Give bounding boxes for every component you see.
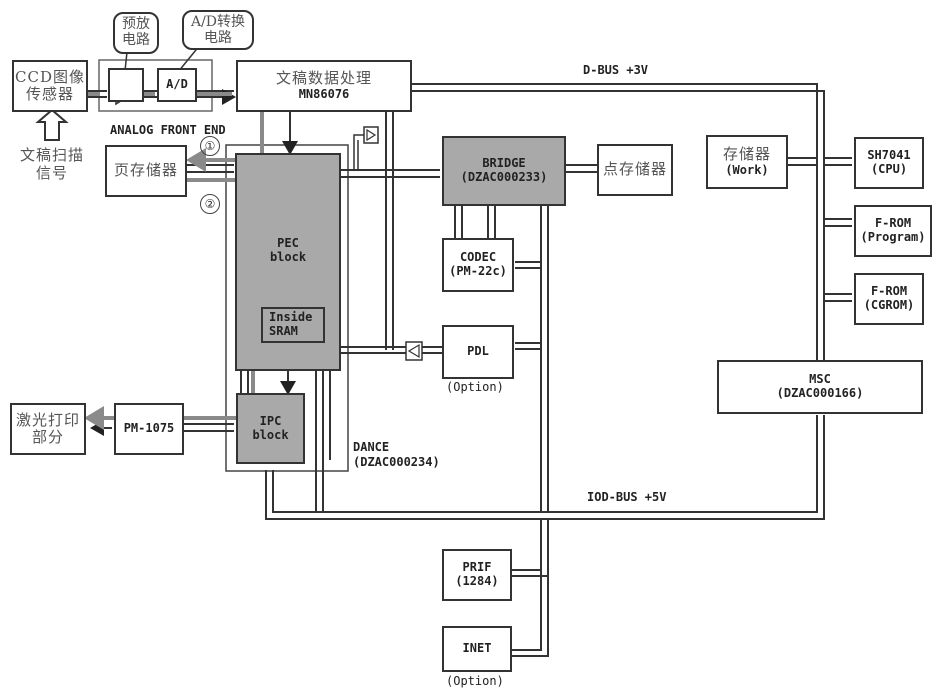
work-mem-label-2: (Work)	[725, 162, 769, 177]
dance-code-label: (DZAC000234)	[353, 455, 440, 469]
path-1-marker: ①	[200, 136, 220, 156]
laser-label-1: 激光打印	[15, 410, 80, 429]
cpu-block: SH7041 (CPU)	[854, 137, 924, 189]
doc-processing-block: 文稿数据处理 MN86076	[236, 60, 412, 112]
msc-label-2: (DZAC000166)	[776, 386, 864, 400]
buffer-icon-top	[366, 128, 377, 142]
laser-label-2: 部分	[31, 428, 64, 446]
d-bus-label: D-BUS +3V	[583, 63, 649, 77]
callout-preamp: 预放 电路	[113, 12, 159, 54]
inet-option-label: (Option)	[446, 674, 504, 688]
scan-signal-arrow	[35, 108, 69, 141]
ipc-block: IPC block	[236, 393, 305, 464]
d-bus-line-a	[410, 83, 818, 360]
codec-label-1: CODEC	[459, 250, 497, 265]
scan-signal-label-2: 信号	[35, 164, 68, 182]
f-rom-program-label-1: F-ROM	[874, 216, 912, 231]
pm-1075-label: PM-1075	[123, 421, 175, 436]
scan-signal-label: 文稿扫描 信号	[12, 146, 92, 182]
bridge-block: BRIDGE (DZAC000233)	[442, 136, 566, 206]
f-rom-cgrom-label-2: (CGROM)	[863, 298, 915, 312]
inet-label: INET	[462, 641, 492, 656]
iod-bus-line-a	[272, 415, 818, 513]
sram-label-1: Inside	[269, 310, 313, 325]
preamp-block	[108, 68, 144, 102]
sram-label-2: SRAM	[269, 324, 298, 338]
doc-proc-label-2: MN86076	[298, 86, 350, 101]
doc-proc-label-1: 文稿数据处理	[275, 69, 372, 88]
f-rom-program-block: F-ROM (Program)	[854, 205, 932, 257]
f-rom-program-label-2: (Program)	[860, 230, 926, 244]
pdl-option-label: (Option)	[446, 380, 504, 394]
callout-adc: A/D转换 电路	[182, 10, 254, 50]
inside-sram-block: Inside SRAM	[261, 307, 325, 343]
iod-bus-drop-a	[505, 519, 542, 651]
d-bus-line-b	[410, 90, 825, 360]
path-2-marker: ②	[200, 194, 220, 214]
page-memory-block: 页存储器	[105, 145, 187, 197]
prif-block: PRIF (1284)	[442, 549, 512, 601]
codec-label-2: (PM-22c)	[449, 264, 507, 278]
msc-label-1: MSC	[809, 372, 831, 387]
pdl-block: PDL	[442, 325, 514, 379]
bridge-label-1: BRIDGE	[482, 156, 526, 171]
f-rom-cgrom-block: F-ROM (CGROM)	[854, 273, 924, 325]
page-mem-label: 页存储器	[113, 161, 178, 180]
work-memory-block: 存储器 (Work)	[706, 135, 788, 189]
pm-1075-block: PM-1075	[114, 403, 184, 455]
ad-block: A/D	[157, 68, 197, 102]
cpu-label-1: SH7041	[867, 148, 911, 163]
pec-label-1: PEC	[277, 236, 299, 250]
ad-label: A/D	[166, 77, 188, 92]
msc-block: MSC (DZAC000166)	[717, 360, 923, 414]
codec-block: CODEC (PM-22c)	[442, 238, 514, 292]
f-rom-cgrom-label-1: F-ROM	[870, 284, 908, 299]
pec-label-2: block	[269, 249, 307, 264]
prif-label-2: (1284)	[455, 574, 499, 588]
ccd-label-2: 传感器	[25, 85, 74, 103]
iod-bus-label: IOD-BUS +5V	[587, 490, 667, 504]
bridge-label-2: (DZAC000233)	[460, 170, 548, 184]
analog-front-end-box	[98, 59, 213, 112]
prif-label-1: PRIF	[462, 560, 492, 575]
pdl-label: PDL	[467, 344, 489, 359]
ipc-label-1: IPC	[259, 413, 282, 428]
inet-block: INET	[442, 626, 512, 672]
dot-mem-label: 点存储器	[602, 160, 667, 179]
ipc-label-2: block	[252, 427, 289, 442]
scan-signal-label-1: 文稿扫描	[19, 146, 84, 164]
buffer-icon-pdl	[407, 343, 420, 359]
analog-front-end-label: ANALOG FRONT END	[110, 123, 226, 137]
dot-memory-block: 点存储器	[597, 144, 673, 196]
cpu-label-2: (CPU)	[870, 162, 908, 176]
ccd-label-1: CCD图像	[15, 67, 85, 86]
ccd-sensor-block: CCD图像 传感器	[12, 60, 88, 112]
laser-printer-block: 激光打印 部分	[10, 403, 86, 455]
dance-label: DANCE	[353, 440, 390, 454]
work-mem-label-1: 存储器	[722, 145, 771, 164]
data-path-2	[84, 178, 255, 430]
